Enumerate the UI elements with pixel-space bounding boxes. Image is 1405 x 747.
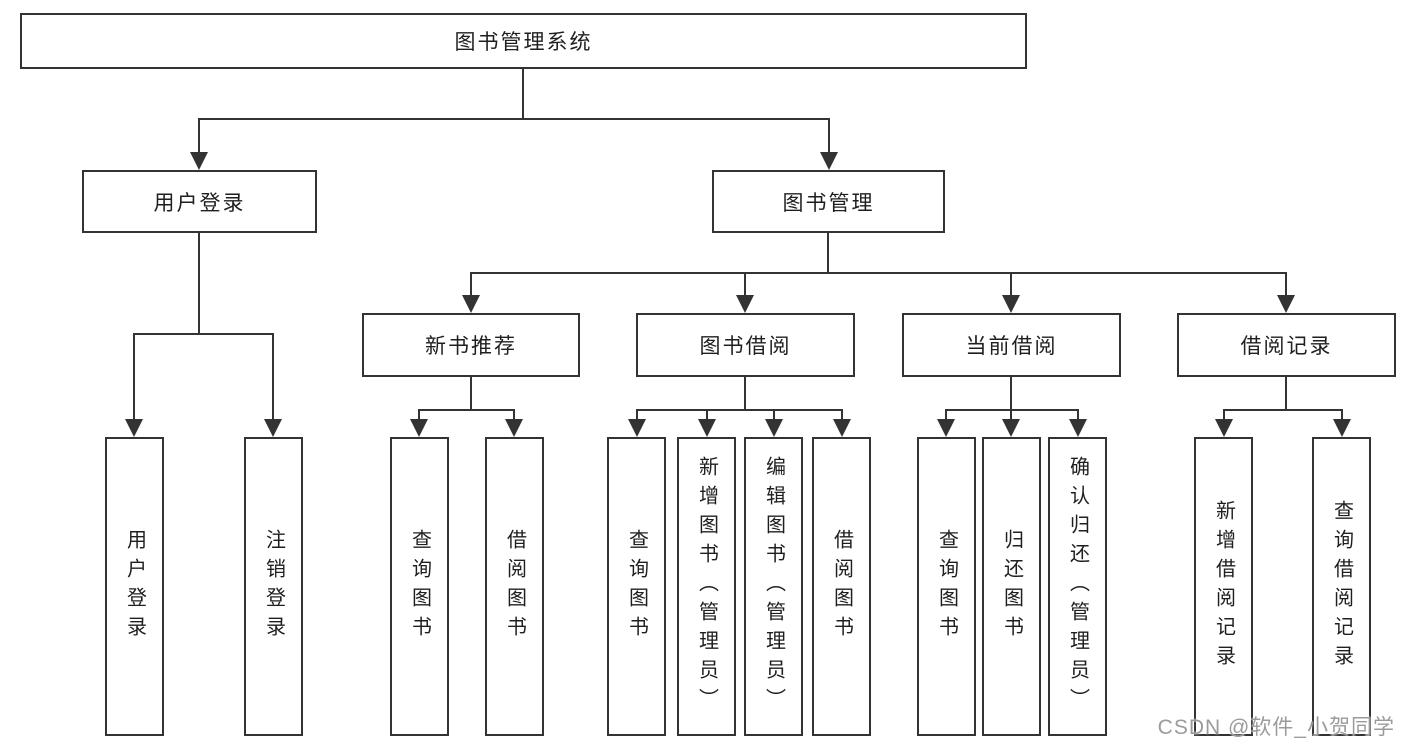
node-label: 图书借阅 [699,335,792,358]
node-label: 新书推荐 [425,335,517,358]
connector-line [945,409,1079,411]
node-leaf-search-books: 查询图书 [390,437,449,736]
node-label: 查询借阅记录 [1330,499,1353,674]
node-leaf-confirm-return-admin: 确认归还（管理员） [1048,437,1107,736]
node-borrowing-records: 借阅记录 [1177,313,1396,377]
connector-line [1285,272,1287,297]
node-label: 用户登录 [123,528,146,645]
connector-line [744,272,746,297]
connector-line [773,409,775,421]
node-label: 用户登录 [153,191,246,215]
node-label: 当前借阅 [965,335,1058,358]
node-leaf-add-borrow-record: 新增借阅记录 [1194,437,1253,736]
arrow-down-icon [410,419,428,437]
connector-line [636,409,638,421]
connector-line [1010,409,1012,421]
arrow-down-icon [1277,295,1295,313]
node-label: 编辑图书（管理员） [762,456,785,717]
connector-line [133,333,135,421]
node-label: 查询图书 [408,528,431,645]
arrow-down-icon [765,419,783,437]
connector-line [1010,272,1012,297]
node-label: 新增图书（管理员） [695,456,718,717]
arrow-down-icon [264,419,282,437]
connector-line [198,118,830,120]
node-label: 借阅记录 [1240,335,1333,358]
node-new-book-recommendation: 新书推荐 [362,313,580,377]
node-label: 借阅图书 [830,528,853,645]
arrow-down-icon [820,152,838,170]
arrow-down-icon [736,295,754,313]
node-label: 新增借阅记录 [1212,499,1235,674]
node-label: 图书管理 [782,191,875,215]
arrow-down-icon [1215,419,1233,437]
node-label: 图书管理系统 [454,31,593,54]
connector-line [636,409,843,411]
connector-line [198,233,200,333]
node-book-borrowing: 图书借阅 [636,313,855,377]
node-leaf-borrow-books: 借阅图书 [812,437,871,736]
connector-line [418,409,420,421]
arrow-down-icon [833,419,851,437]
connector-line [133,333,274,335]
arrow-down-icon [628,419,646,437]
node-leaf-logout: 注销登录 [244,437,303,736]
node-label: 借阅图书 [503,528,526,645]
connector-line [1223,409,1225,421]
node-leaf-borrow-books: 借阅图书 [485,437,544,736]
node-leaf-search-books: 查询图书 [917,437,976,736]
node-label: 归还图书 [1000,528,1023,645]
arrow-down-icon [1002,295,1020,313]
connector-line [470,377,472,409]
csdn-watermark: CSDN @软件_小贺同学 [1157,716,1395,739]
connector-line [470,272,1287,274]
node-current-borrowing: 当前借阅 [902,313,1121,377]
connector-line [198,118,200,154]
arrow-down-icon [462,295,480,313]
connector-line [1285,377,1287,409]
connector-line [1010,377,1012,409]
node-user-login: 用户登录 [82,170,317,233]
connector-line [706,409,708,421]
node-leaf-search-books: 查询图书 [607,437,666,736]
connector-line [744,377,746,409]
connector-line [1341,409,1343,421]
arrow-down-icon [1002,419,1020,437]
node-label: 注销登录 [262,528,285,645]
arrow-down-icon [698,419,716,437]
connector-line [513,409,515,421]
connector-line [272,333,274,421]
node-book-management: 图书管理 [712,170,945,233]
node-leaf-return-books: 归还图书 [982,437,1041,736]
connector-line [841,409,843,421]
node-leaf-search-borrow-record: 查询借阅记录 [1312,437,1371,736]
arrow-down-icon [505,419,523,437]
connector-line [945,409,947,421]
arrow-down-icon [1069,419,1087,437]
connector-line [522,69,524,118]
arrow-down-icon [190,152,208,170]
connector-line [418,409,515,411]
node-library-management-system: 图书管理系统 [20,13,1027,69]
node-label: 查询图书 [625,528,648,645]
connector-line [827,233,829,272]
node-label: 查询图书 [935,528,958,645]
node-leaf-edit-books-admin: 编辑图书（管理员） [744,437,803,736]
node-leaf-add-books-admin: 新增图书（管理员） [677,437,736,736]
node-leaf-user-login: 用户登录 [105,437,164,736]
connector-line [470,272,472,297]
connector-line [1077,409,1079,421]
connector-line [1223,409,1343,411]
arrow-down-icon [937,419,955,437]
connector-line [828,118,830,154]
arrow-down-icon [125,419,143,437]
node-label: 确认归还（管理员） [1066,456,1089,717]
arrow-down-icon [1333,419,1351,437]
